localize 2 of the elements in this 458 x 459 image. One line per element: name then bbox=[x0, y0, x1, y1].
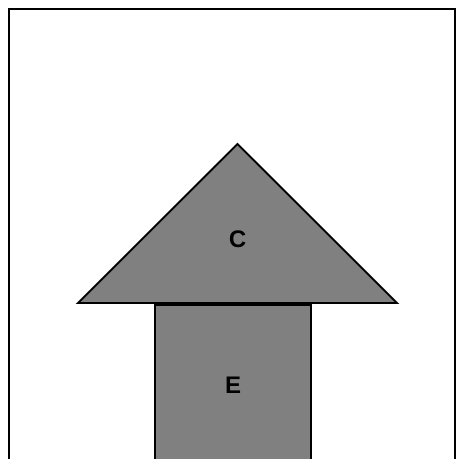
shape-label: C bbox=[228, 227, 246, 253]
shape-label: E bbox=[225, 373, 241, 399]
